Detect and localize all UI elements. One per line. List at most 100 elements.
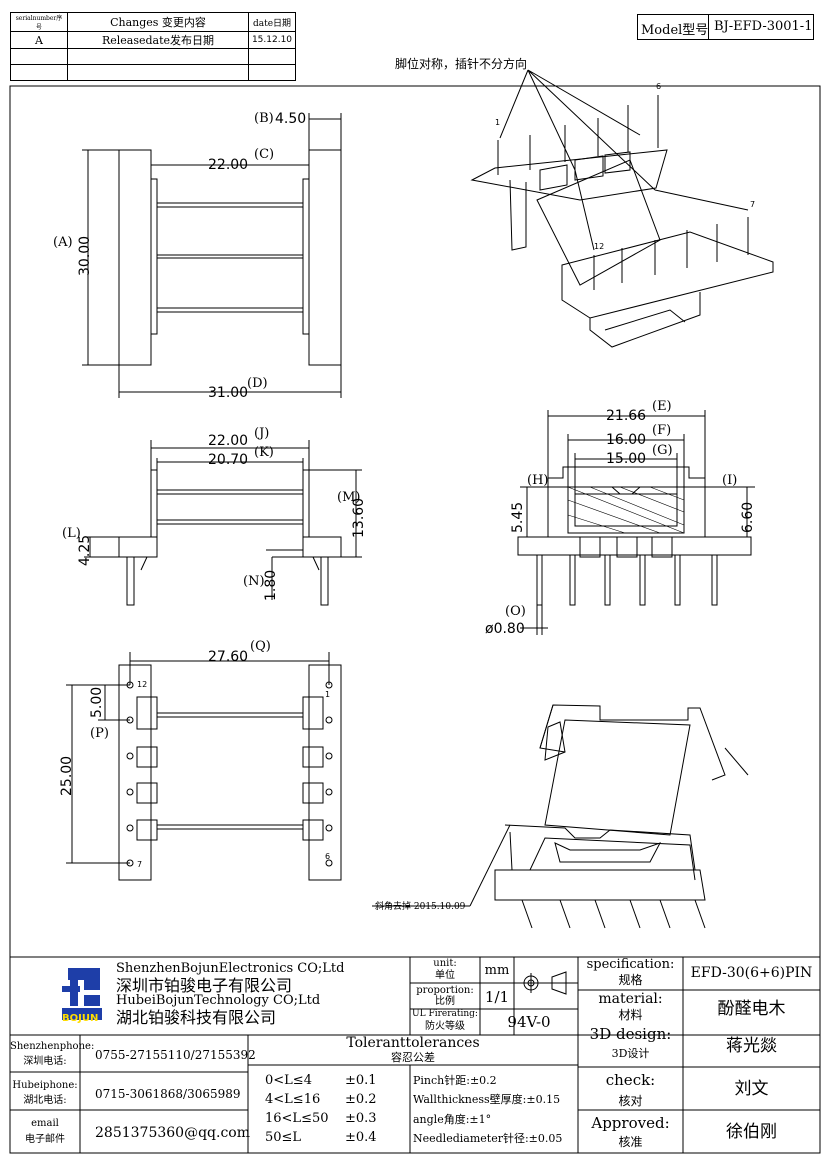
fire-value: 94V-0 (507, 1013, 551, 1031)
tol-angle: angle角度:±1° (413, 1113, 492, 1126)
dim-tag-c: (C) (254, 147, 275, 162)
dim-value-b: 4.50 (275, 111, 307, 127)
company-en-2: HubeiBojunTechnology CO;Ltd (116, 993, 321, 1008)
front-view (517, 410, 755, 635)
tol-range: 0<L≤4 (265, 1073, 312, 1088)
rev-cell (248, 64, 296, 81)
dim-value-q: 27.60 (208, 649, 249, 665)
dim-value-d: 31.00 (208, 385, 249, 401)
company-cn-2: 湖北铂骏科技有限公司 (116, 1008, 277, 1027)
hb-phone-label: Hubeiphone: (12, 1080, 78, 1091)
company-cn-1: 深圳市铂骏电子有限公司 (116, 976, 293, 995)
unit-label: unit: (433, 958, 457, 969)
dim-tag-j: (J) (254, 426, 270, 441)
drawing-frame (9, 85, 821, 1154)
dim-value-k: 20.70 (208, 452, 249, 468)
iso-pin-label-7: 7 (750, 200, 756, 209)
note-pin-symmetry: 脚位对称，插针不分方向 (395, 57, 528, 71)
email-label: email (31, 1118, 59, 1129)
check-value: 刘文 (734, 1079, 769, 1099)
dim-tag-b: (B) (254, 111, 274, 126)
spec-value: EFD-30(6+6)PIN (690, 965, 813, 981)
pin-label-1: 1 (325, 690, 331, 699)
dim-tag-a: (A) (53, 235, 73, 250)
tol-value: ±0.1 (345, 1073, 377, 1088)
logo-text: BOJUN (62, 1013, 99, 1024)
dim-value-o: ø0.80 (485, 621, 525, 637)
hb-phone: 0715-3061868/3065989 (95, 1087, 241, 1101)
dim-value-e: 21.66 (606, 408, 647, 424)
iso-view-top (470, 69, 774, 348)
spec-label: specification: (586, 957, 675, 972)
material-label: material: (598, 991, 663, 1007)
dim-value-j: 22.00 (208, 433, 249, 449)
dim-value-a: 30.00 (77, 235, 93, 276)
fire-label: UL Firerating: (412, 1009, 478, 1019)
tol-range: 50≤L (265, 1130, 302, 1145)
dim-tag-e: (E) (652, 399, 672, 414)
dim-tag-g: (G) (652, 443, 673, 458)
design-value: 蒋光燚 (726, 1036, 777, 1056)
dim-tag-l: (L) (62, 526, 81, 541)
iso-view-bottom (372, 704, 749, 929)
dim-tag-n: (N) (243, 574, 265, 589)
tol-range: 4<L≤16 (265, 1092, 321, 1107)
check-label: check: (605, 1071, 656, 1089)
design-label-cn: 3D设计 (611, 1047, 650, 1060)
tol-wall: Wallthickness壁厚度:±0.15 (413, 1093, 561, 1106)
iso-pin-label-6: 6 (656, 82, 662, 91)
unit-value: mm (484, 963, 510, 978)
tol-pinch: Pinch针距:±0.2 (413, 1074, 497, 1087)
tol-range: 16<L≤50 (265, 1111, 329, 1126)
sz-phone: 0755-27155110/27155392 (95, 1048, 256, 1062)
dim-value-f: 16.00 (606, 432, 647, 448)
fire-label-cn: 防火等级 (425, 1021, 465, 1032)
dim-value-h: 5.45 (510, 501, 526, 533)
tol-needle: Needlediameter针径:±0.05 (413, 1132, 563, 1145)
proportion-value: 1/1 (484, 988, 510, 1006)
tol-value: ±0.4 (345, 1130, 377, 1145)
tol-value: ±0.2 (345, 1092, 377, 1107)
dim-tag-p: (P) (90, 726, 109, 741)
dim-value-25: 25.00 (59, 755, 75, 796)
check-label-cn: 核对 (618, 1094, 643, 1108)
sz-phone-label-cn: 深圳电话: (23, 1056, 67, 1067)
tol-value: ±0.3 (345, 1111, 377, 1126)
proportion-label: proportion: (416, 985, 474, 996)
email-link[interactable]: 2851375360@qq.com (95, 1125, 250, 1141)
dim-tag-m: (M) (337, 490, 361, 505)
bojun-logo (62, 968, 102, 1020)
approved-value: 徐伯刚 (726, 1122, 777, 1142)
top-view (82, 113, 342, 398)
dim-tag-f: (F) (652, 423, 672, 438)
iso-pin-label-1: 1 (495, 118, 501, 127)
dim-value-n: 1.80 (263, 569, 279, 601)
dim-tag-h: (H) (527, 473, 549, 488)
dim-value-c: 22.00 (208, 157, 249, 173)
revision-table: serialnumber序号 Changes 变更内容 date日期 A Rel… (10, 12, 296, 81)
dim-value-l: 4.25 (77, 534, 93, 566)
dim-tag-d: (D) (247, 376, 268, 391)
side-view (84, 440, 362, 606)
approved-label-cn: 核准 (618, 1135, 643, 1149)
pin-label-12: 12 (137, 680, 148, 689)
material-value: 酚醛电木 (717, 999, 786, 1019)
model-label: Model型号 (641, 23, 709, 38)
iso-pin-label-12: 12 (594, 242, 605, 251)
company-en-1: ShenzhenBojunElectronics CO;Ltd (116, 961, 345, 976)
tol-title-cn: 容忍公差 (391, 1051, 435, 1064)
tol-title: Toleranttolerances (346, 1035, 480, 1051)
dim-tag-i: (I) (722, 473, 738, 488)
title-block-lines (10, 956, 820, 1153)
spec-label-cn: 规格 (618, 973, 643, 987)
pin-label-7: 7 (137, 860, 143, 869)
approved-label: Approved: (591, 1114, 670, 1132)
note-chamfer: 斜角去掉 2015.10.09 (375, 902, 466, 912)
unit-label-cn: 单位 (435, 970, 455, 981)
hb-phone-label-cn: 湖北电话: (23, 1095, 67, 1106)
model-value: BJ-EFD-3001-1 (714, 19, 813, 34)
sz-phone-label: Shenzhenphone: (10, 1041, 95, 1052)
dim-tag-o: (O) (505, 604, 526, 619)
pin-label-6: 6 (325, 852, 331, 861)
